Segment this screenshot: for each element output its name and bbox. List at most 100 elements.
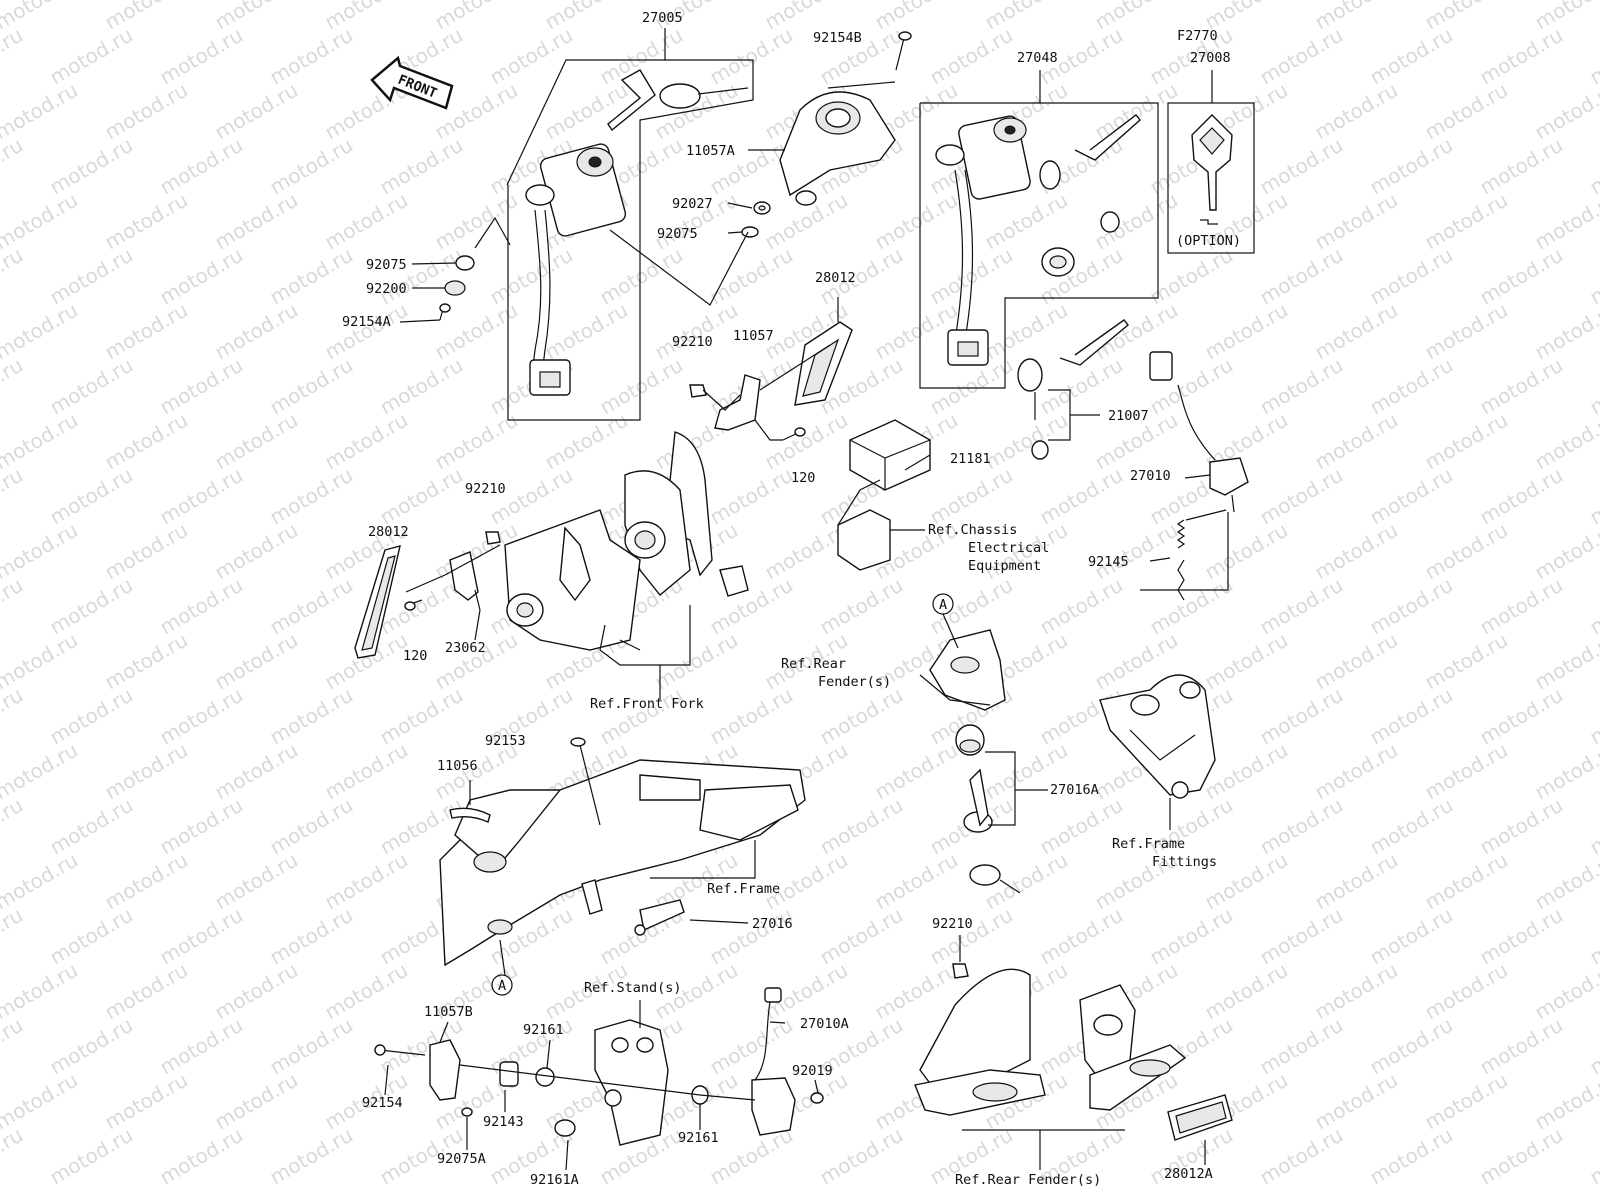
watermark-text: motod.ru	[211, 958, 302, 1025]
label-11056: 11056	[437, 758, 478, 774]
watermark-text: motod.ru	[871, 958, 962, 1025]
watermark-text: motod.ru	[156, 1013, 247, 1080]
watermark-text: motod.ru	[1586, 23, 1600, 90]
left-reflector-28012	[354, 531, 501, 659]
watermark-text: motod.ru	[266, 683, 357, 750]
label-ref-rear-fender-1: Ref.Rear	[781, 656, 846, 672]
watermark-text: motod.ru	[211, 1068, 302, 1135]
watermark-text: motod.ru	[1586, 793, 1600, 860]
watermark-text: motod.ru	[926, 243, 1017, 310]
watermark-text: motod.ru	[1586, 573, 1600, 640]
watermark-text: motod.ru	[1366, 463, 1457, 530]
watermark-text: motod.ru	[46, 23, 137, 90]
watermark-text: motod.ru	[156, 133, 247, 200]
watermark-text: motod.ru	[211, 78, 302, 145]
watermark-text: motod.ru	[1421, 188, 1512, 255]
watermark-text: motod.ru	[211, 628, 302, 695]
watermark-text: motod.ru	[266, 463, 357, 530]
watermark-text: motod.ru	[1531, 298, 1600, 365]
watermark-text: motod.ru	[1531, 848, 1600, 915]
watermark-text: motod.ru	[1531, 408, 1600, 475]
watermark-text: motod.ru	[1036, 903, 1127, 970]
label-27010A: 27010A	[800, 1016, 849, 1032]
watermark-text: motod.ru	[0, 463, 27, 530]
watermark-text: motod.ru	[211, 408, 302, 475]
leader-lines	[384, 149, 1211, 1171]
watermark-text: motod.ru	[1366, 133, 1457, 200]
label-92075-upper: 92075	[657, 226, 698, 242]
label-ref-frame-fittings-1: Ref.Frame	[1112, 836, 1185, 852]
watermark-text: motod.ru	[1421, 518, 1512, 585]
watermark-text: motod.ru	[1311, 628, 1402, 695]
watermark-text: motod.ru	[1366, 903, 1457, 970]
watermark-text: motod.ru	[1256, 1123, 1347, 1190]
watermark-text: motod.ru	[211, 188, 302, 255]
watermark-text: motod.ru	[1531, 0, 1600, 34]
frame-fittings-bracket	[1099, 674, 1216, 830]
label-92161-upper: 92161	[523, 1022, 564, 1038]
watermark-text: motod.ru	[816, 683, 907, 750]
part-labels: 27005 92154B 11057A 92027 92075 92075 92…	[342, 10, 1241, 1188]
watermark-text: motod.ru	[0, 683, 27, 750]
group-27008-frame	[1167, 70, 1255, 254]
watermark-text: motod.ru	[706, 573, 797, 640]
label-27016: 27016	[752, 916, 793, 932]
watermark-text: motod.ru	[1421, 78, 1512, 145]
watermark-text: motod.ru	[1256, 133, 1347, 200]
label-92154B: 92154B	[813, 30, 862, 46]
watermark-text: motod.ru	[981, 298, 1072, 365]
watermark-text: motod.ru	[266, 1123, 357, 1190]
watermark-text: motod.ru	[266, 23, 357, 90]
watermark-text: motod.ru	[101, 628, 192, 695]
watermark-text: motod.ru	[1476, 573, 1567, 640]
watermark-text: motod.ru	[486, 243, 577, 310]
watermark-text: motod.ru	[1586, 463, 1600, 530]
callout-circle-a-upper	[932, 593, 959, 649]
watermark-text: motod.ru	[1586, 133, 1600, 200]
label-120-upper: 120	[791, 470, 815, 486]
side-stand-switch-group	[374, 987, 824, 1146]
watermark-text: motod.ru	[1036, 573, 1127, 640]
label-ref-chassis-3: Equipment	[968, 558, 1041, 574]
label-92210-upper: 92210	[672, 334, 713, 350]
watermark-text: motod.ru	[1421, 738, 1512, 805]
watermark-text: motod.ru	[46, 793, 137, 860]
watermark-text: motod.ru	[596, 353, 687, 420]
label-21181: 21181	[950, 451, 991, 467]
watermark-text: motod.ru	[1201, 298, 1292, 365]
watermark-text: motod.ru	[0, 1013, 27, 1080]
watermark-text: motod.ru	[1476, 23, 1567, 90]
watermark-text: motod.ru	[1421, 958, 1512, 1025]
watermark-text: motod.ru	[761, 408, 852, 475]
watermark-text: motod.ru	[816, 573, 907, 640]
watermark-text: motod.ru	[46, 243, 137, 310]
watermark-text: motod.ru	[1421, 298, 1512, 365]
watermark-text: motod.ru	[651, 628, 742, 695]
watermark-text: motod.ru	[1476, 133, 1567, 200]
watermark-text: motod.ru	[101, 738, 192, 805]
watermark-text: motod.ru	[1586, 1013, 1600, 1080]
watermark-text: motod.ru	[1586, 1123, 1600, 1190]
watermark-text: motod.ru	[376, 243, 467, 310]
label-27008: 27008	[1190, 50, 1231, 66]
label-23062: 23062	[445, 640, 486, 656]
control-module-21181	[837, 419, 931, 571]
watermark-text: motod.ru	[0, 353, 27, 420]
watermark-text: motod.ru	[1476, 903, 1567, 970]
watermark-text: motod.ru	[1256, 463, 1347, 530]
watermark-text: motod.ru	[156, 793, 247, 860]
watermark-text: motod.ru	[1256, 353, 1347, 420]
watermark-text: motod.ru	[1586, 903, 1600, 970]
watermark-text: motod.ru	[1586, 243, 1600, 310]
label-92161A: 92161A	[530, 1172, 579, 1188]
rear-fender-lower-section	[914, 963, 1233, 1170]
main-frame-section	[439, 737, 806, 976]
watermark-text: motod.ru	[266, 903, 357, 970]
watermark-text: motod.ru	[1256, 243, 1347, 310]
watermark-text: motod.ru	[1366, 353, 1457, 420]
watermark-text: motod.ru	[706, 683, 797, 750]
label-92075-left: 92075	[366, 257, 407, 273]
label-92154: 92154	[362, 1095, 403, 1111]
watermark-text: motod.ru	[1256, 23, 1347, 90]
